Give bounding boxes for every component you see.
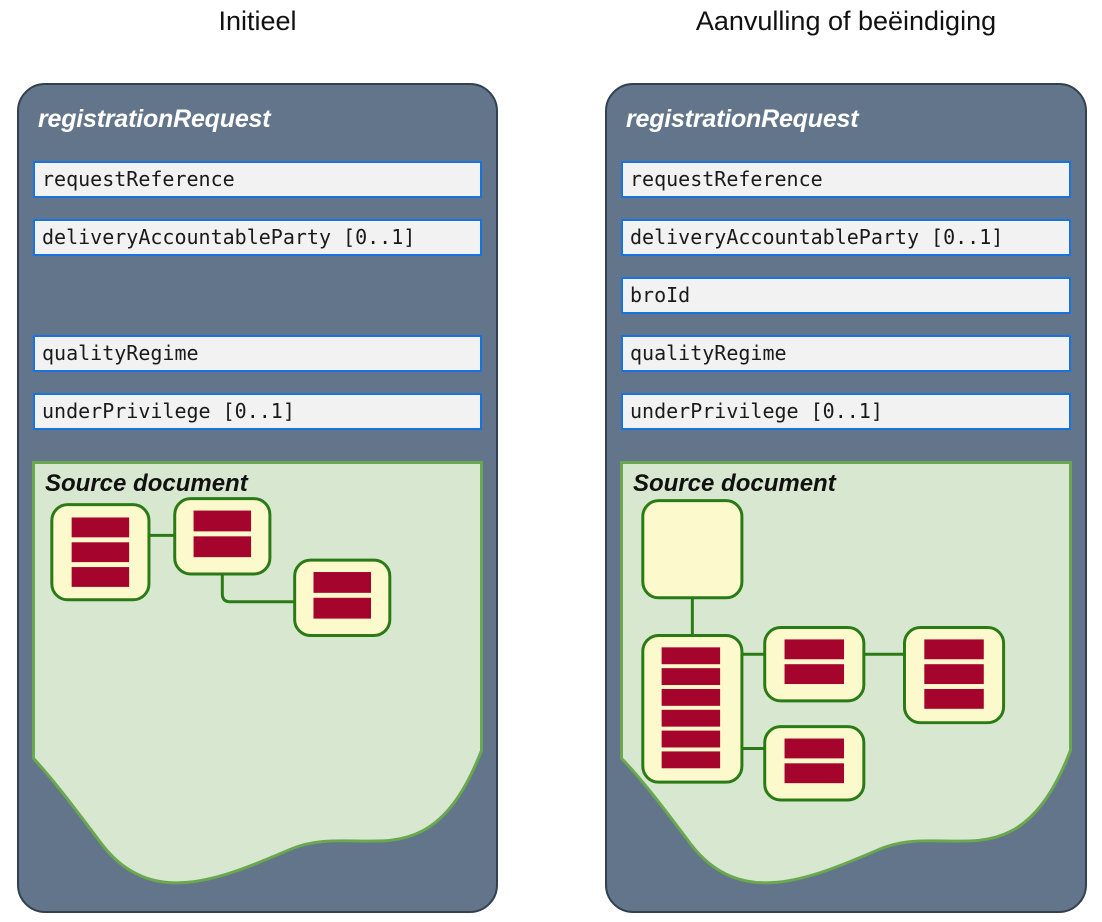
node-bar [71, 542, 130, 563]
node-bar [193, 536, 252, 558]
node-bar [924, 664, 984, 685]
node-body [293, 558, 392, 637]
node-bar [661, 751, 721, 769]
graph-edges [690, 597, 905, 750]
field-bro-id[interactable]: broId [621, 277, 1071, 314]
document-node-graph-initieel [50, 497, 392, 637]
field-under-privilege[interactable]: underPrivilege [0..1] [621, 393, 1071, 430]
node-bar [661, 668, 721, 686]
node-bar [924, 639, 984, 660]
node-body [641, 499, 744, 600]
field-spacer [33, 277, 482, 314]
panel-title-initieel: Initieel [218, 6, 297, 36]
node-bar [71, 567, 130, 587]
source-document-label-initieel: Source document [45, 470, 248, 497]
doc-node-m0[interactable] [641, 499, 744, 600]
doc-node-n3[interactable] [293, 558, 392, 637]
source-document-region-initieel: Source document [32, 461, 483, 911]
registration-request-panel-initieel: registrationRequest requestReference del… [17, 83, 498, 913]
node-bar [924, 688, 984, 709]
node-bar [71, 517, 130, 538]
node-bar [661, 688, 721, 706]
source-document-label-aanvulling: Source document [633, 470, 836, 497]
panel-heading-aanvulling: registrationRequest [626, 105, 859, 133]
field-delivery-accountable-party[interactable]: deliveryAccountableParty [0..1] [33, 219, 482, 256]
registration-request-panel-aanvulling: registrationRequest requestReference del… [605, 83, 1087, 913]
source-document-region-aanvulling: Source document [620, 461, 1072, 911]
node-body [173, 497, 272, 576]
field-list-initieel: requestReference deliveryAccountablePart… [33, 161, 482, 451]
doc-node-n2[interactable] [173, 497, 272, 576]
doc-node-m2[interactable] [763, 626, 866, 703]
doc-node-m1[interactable] [641, 633, 744, 784]
node-bar [784, 738, 845, 759]
field-quality-regime[interactable]: qualityRegime [33, 335, 482, 372]
node-bar [661, 709, 721, 727]
node-bar [661, 647, 721, 665]
field-delivery-accountable-party[interactable]: deliveryAccountableParty [0..1] [621, 219, 1071, 256]
field-quality-regime[interactable]: qualityRegime [621, 335, 1071, 372]
field-request-reference[interactable]: requestReference [33, 161, 482, 198]
doc-node-n1[interactable] [50, 503, 151, 602]
field-under-privilege[interactable]: underPrivilege [0..1] [33, 393, 482, 430]
node-bar [313, 572, 371, 593]
panel-heading-initieel: registrationRequest [38, 105, 271, 133]
graph-edges [148, 533, 295, 604]
node-bar [784, 639, 845, 660]
panel-title-aanvulling: Aanvulling of beëindiging [695, 6, 997, 36]
node-bar [784, 664, 845, 685]
field-list-aanvulling: requestReference deliveryAccountablePart… [621, 161, 1071, 451]
doc-node-m3[interactable] [902, 626, 1006, 725]
node-bar [661, 730, 721, 748]
doc-node-m4[interactable] [763, 725, 866, 802]
edge-n2-n3 [220, 574, 295, 604]
node-bar [784, 763, 845, 784]
document-node-graph-aanvulling [641, 499, 1006, 802]
field-request-reference[interactable]: requestReference [621, 161, 1071, 198]
node-bar [193, 510, 252, 532]
node-bar [313, 597, 371, 619]
